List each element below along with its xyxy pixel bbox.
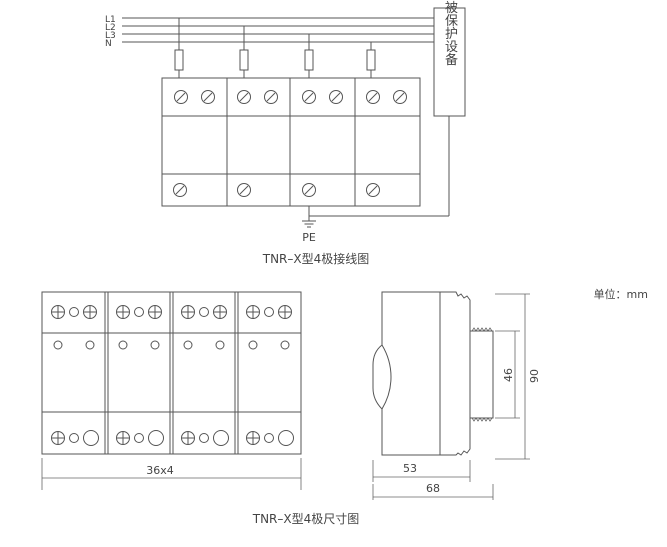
side-clamp-teeth: [471, 327, 493, 422]
dimension-caption: TNR–X型4极尺寸图: [252, 512, 360, 526]
line-label-l1: L1: [105, 15, 116, 25]
depth-68-dimension: [372, 484, 494, 500]
bottom-terminals: [173, 183, 380, 197]
height-label: 90: [528, 369, 541, 383]
rail-height-label: 46: [502, 368, 515, 382]
line-label-l2: L2: [105, 23, 116, 33]
ground-label: PE: [302, 231, 316, 244]
line-label-l3: L3: [105, 31, 116, 41]
fuse-2: [239, 49, 249, 71]
height-46-dimension: [495, 330, 520, 419]
unit-label: 单位：mm: [594, 287, 648, 301]
top-terminals: [174, 90, 407, 104]
ground-icon: [302, 220, 316, 228]
front-view: 36x4: [41, 291, 302, 490]
front-indicator-holes: [53, 340, 290, 350]
fuse-drops: [174, 18, 376, 78]
depth-total-label: 68: [426, 482, 440, 495]
front-top-terminals: [51, 305, 292, 319]
side-view: 46 90 53 68: [372, 291, 541, 500]
depth-53-dimension: [372, 460, 471, 482]
wiring-caption: TNR–X型4极接线图: [262, 251, 370, 266]
front-bottom-terminals: [51, 430, 294, 446]
protected-device-label: 被保护设备: [442, 1, 458, 67]
spd-module-top: [161, 77, 421, 207]
fuse-3: [304, 49, 314, 71]
protected-device-box: [433, 7, 466, 117]
side-curve: [381, 344, 392, 410]
width-label: 36x4: [146, 464, 174, 477]
depth-label: 53: [403, 462, 417, 475]
wiring-diagram: L1 L2 L3 N: [105, 1, 466, 266]
fuse-4: [366, 49, 376, 71]
spd-outline: [161, 77, 421, 207]
fuse-1: [174, 49, 184, 71]
width-dimension: [41, 458, 302, 490]
height-90-dimension: [495, 293, 530, 460]
front-outline: [41, 291, 302, 455]
side-rail-clamp: [440, 291, 494, 456]
side-body: [372, 291, 441, 456]
line-label-n: N: [105, 39, 112, 49]
